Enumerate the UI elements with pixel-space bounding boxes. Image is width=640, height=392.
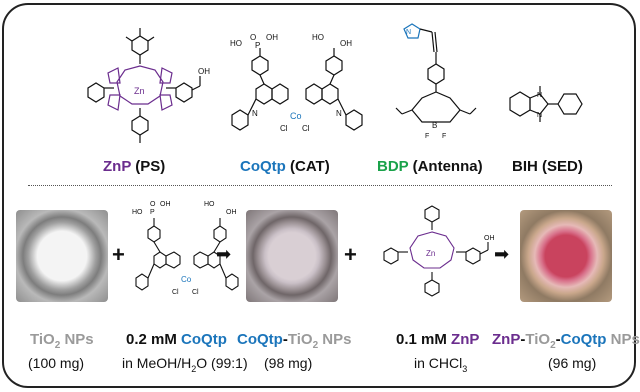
coqtp-structure: HO O P OH HO OH Co Cl Cl N N: [230, 33, 363, 133]
b-label: B: [432, 121, 437, 130]
ho-label-4: HO: [204, 201, 215, 208]
znp-solvent-sub: 3: [462, 363, 468, 374]
final-caption: ZnP-TiO2-CoQtp NPs: [492, 331, 640, 351]
ho-label-1: HO: [230, 39, 242, 48]
oh-label-5: OH: [226, 209, 237, 216]
final-dash-2: -: [555, 331, 561, 348]
oh-label-4: OH: [160, 201, 171, 208]
coqtp-tio2-name: CoQtp: [237, 331, 283, 348]
plus-operator-1: +: [112, 242, 125, 267]
tio2-suffix: NPs: [60, 331, 94, 348]
tio2-photo: [16, 210, 108, 302]
cl-label-1: Cl: [280, 124, 288, 133]
coqtp-solvent-sub: 2: [191, 363, 197, 374]
plus-operator-2: +: [344, 242, 357, 267]
final-znp: ZnP: [492, 331, 521, 348]
ho-label-3: HO: [132, 209, 143, 216]
coqtp-name: CoQtp: [240, 158, 286, 175]
zn-atom-1: Zn: [134, 86, 145, 96]
bdp-caption: BDP (Antenna): [377, 158, 483, 175]
final-coqtp: CoQtp: [560, 331, 607, 348]
figure-frame: [2, 3, 636, 388]
bdp-name: BDP: [377, 158, 409, 175]
co-atom-2: Co: [181, 275, 192, 284]
coqtp-tio2-dash: -: [282, 331, 288, 348]
znp-role: (PS): [135, 158, 166, 175]
bdp-structure: N B F F: [395, 23, 477, 140]
znp-solvent-pre: in CHCl: [414, 355, 463, 371]
znp-conc: 0.1 mM: [396, 331, 447, 348]
oh-label-1: OH: [198, 67, 210, 76]
f-label-2: F: [442, 133, 446, 140]
coqtp-tio2-sub: 2: [312, 340, 319, 351]
coqtp-solvent: in MeOH/H2O (99:1): [122, 355, 248, 374]
bdp-role: (Antenna): [412, 158, 483, 175]
n-label-2: N: [336, 109, 342, 118]
n-label-3: N: [406, 29, 411, 36]
coqtp-tio2-photo: [246, 210, 338, 302]
n-label-4: N: [537, 92, 542, 99]
coqtp-tio2-tio: TiO: [287, 331, 313, 348]
oh-label-2: OH: [266, 33, 278, 42]
f-label-1: F: [425, 133, 429, 140]
final-tio: TiO: [525, 331, 551, 348]
p-label-1: P: [255, 41, 260, 50]
oh-label-6: OH: [484, 235, 495, 242]
cl-label-4: Cl: [192, 289, 199, 296]
final-sub: 2: [550, 340, 556, 351]
znp-caption: ZnP (PS): [103, 158, 165, 175]
znp-sol-name: ZnP: [451, 331, 480, 348]
tio2-amount: (100 mg): [28, 355, 85, 371]
oh-label-3: OH: [340, 39, 352, 48]
zn-atom-2: Zn: [426, 249, 435, 258]
ho-label-2: HO: [312, 33, 324, 42]
o-label-2: O: [150, 201, 156, 208]
coqtp-solvent-post: O (99:1): [196, 355, 248, 371]
znp-structure-2: Zn OH: [383, 205, 495, 297]
n-label-5: N: [537, 112, 542, 119]
final-amount: (96 mg): [548, 355, 597, 371]
coqtp-solution-caption: 0.2 mM CoQtp: [126, 331, 227, 348]
cl-label-3: Cl: [172, 289, 179, 296]
coqtp-tio2-suffix: NPs: [318, 331, 352, 348]
znp-solvent: in CHCl3: [414, 355, 467, 374]
final-photo: [520, 210, 612, 302]
bih-role: (SED): [542, 158, 583, 175]
arrow-2: ➡: [494, 244, 510, 264]
coqtp-sol-name: CoQtp: [181, 331, 227, 348]
p-label-2: P: [150, 209, 155, 216]
bih-structure: N N: [509, 86, 583, 122]
znp-solution-caption: 0.1 mM ZnP: [396, 331, 479, 348]
arrow-1: ➡: [216, 244, 232, 264]
coqtp-structure-2: HO O P OH HO OH Co Cl Cl: [132, 201, 239, 296]
bih-caption: BIH (SED): [512, 158, 583, 175]
tio2-subscript: 2: [54, 340, 61, 351]
final-dash-1: -: [520, 331, 526, 348]
tio2-caption: TiO2 NPs: [30, 331, 94, 351]
section-divider: [28, 185, 612, 186]
tio2-name: TiO: [30, 331, 55, 348]
co-atom-1: Co: [290, 111, 302, 121]
bih-name: BIH: [512, 158, 538, 175]
coqtp-caption: CoQtp (CAT): [240, 158, 330, 175]
n-label-1: N: [252, 109, 258, 118]
znp-name: ZnP: [103, 158, 132, 175]
coqtp-tio2-amount: (98 mg): [264, 355, 313, 371]
final-suffix: NPs: [606, 331, 640, 348]
coqtp-tio2-caption: CoQtp-TiO2 NPs: [237, 331, 351, 351]
coqtp-solvent-pre: in MeOH/H: [122, 355, 192, 371]
o-label-1: O: [250, 33, 256, 42]
znp-structure: Zn OH: [87, 28, 210, 143]
cl-label-2: Cl: [302, 124, 310, 133]
coqtp-role: (CAT): [290, 158, 330, 175]
coqtp-conc: 0.2 mM: [126, 331, 177, 348]
